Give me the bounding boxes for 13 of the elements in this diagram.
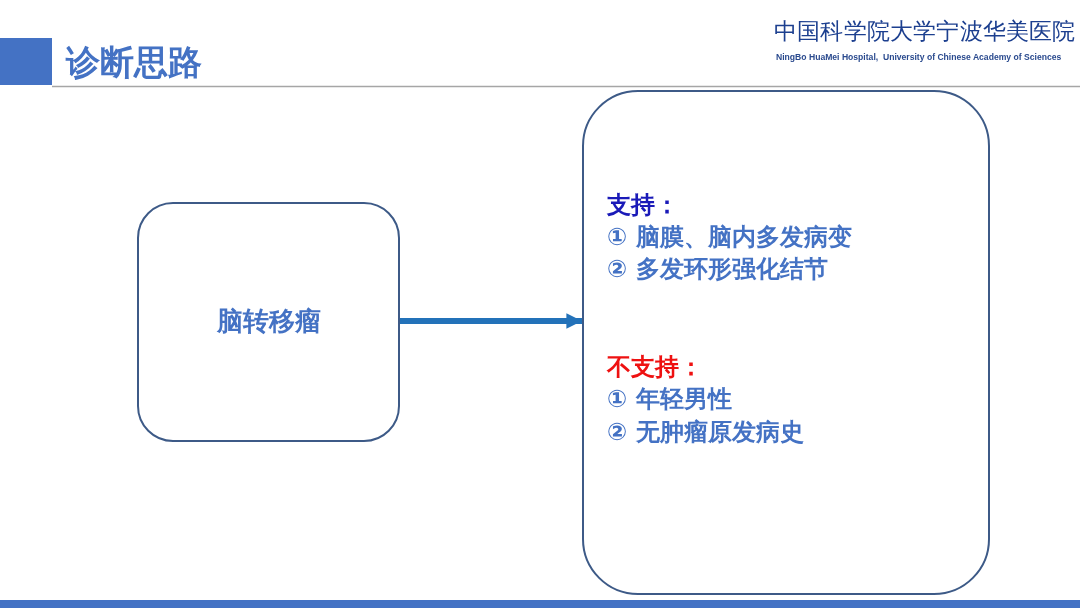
- arrow: [400, 313, 582, 329]
- list-item: ② 无肿瘤原发病史: [607, 419, 804, 447]
- list-item: ① 脑膜、脑内多发病变: [607, 224, 852, 252]
- list-item: ② 多发环形强化结节: [607, 256, 828, 284]
- heading: 不支持：: [607, 354, 703, 382]
- rounded-box: [582, 90, 990, 595]
- heading: 支持：: [607, 192, 679, 220]
- hospital-name: 中国科学院大学宁波华美医院: [774, 17, 1076, 46]
- list-item: ① 年轻男性: [607, 386, 732, 414]
- rounded-box: [137, 202, 400, 442]
- hospital-name-english: NingBo HuaMei Hospital, University of Chinese Academy of Sciences: [776, 51, 1062, 63]
- box-label: 脑转移瘤: [215, 307, 322, 337]
- title: 诊断思路: [66, 41, 202, 84]
